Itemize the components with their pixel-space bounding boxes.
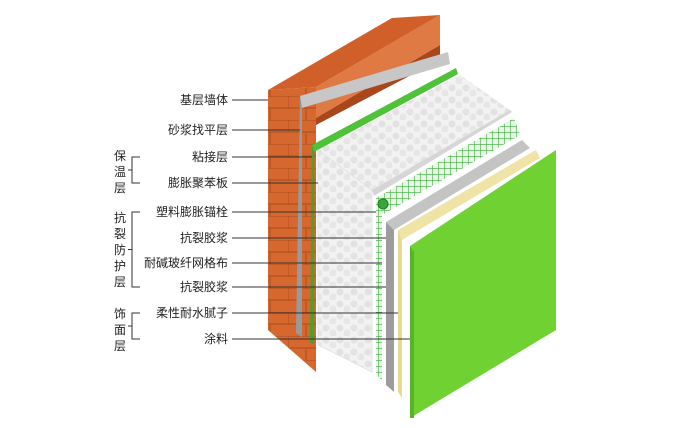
group-bracket-1 [128,211,140,288]
leader-lines [128,99,410,340]
label-anchor: 塑料膨胀锚栓 [155,205,228,219]
adhesive-layer [310,68,458,345]
mesh-layer [376,118,520,380]
label-base-wall: 基层墙体 [179,93,228,107]
label-mortar-leveling: 砂浆找平层 [167,123,228,137]
coating-layer [410,150,556,418]
eps-board [317,75,512,373]
group-bracket-0 [128,156,140,184]
anticrack-mortar-layer [386,140,530,392]
label-adhesive: 粘接层 [191,150,228,164]
label-eps-board: 膨胀聚苯板 [167,176,228,190]
group-bracket-2 [128,312,140,340]
mortar-layer [296,52,450,337]
label-flexible-putty: 柔性耐水腻子 [155,306,228,320]
label-fiberglass-mesh: 耐碱玻纤网格布 [143,256,228,270]
label-anticrack-mortar-1: 抗裂胶浆 [179,231,228,245]
label-anticrack-mortar-2: 抗裂胶浆 [179,280,228,294]
group-label-finish: 饰面层 [113,307,126,353]
label-coating: 涂料 [203,332,228,346]
putty-layer [398,150,540,398]
group-label-insulation: 保温层 [113,149,126,195]
group-label-crack-protection: 抗裂防护层 [113,211,126,289]
anchor-icon [377,198,389,210]
